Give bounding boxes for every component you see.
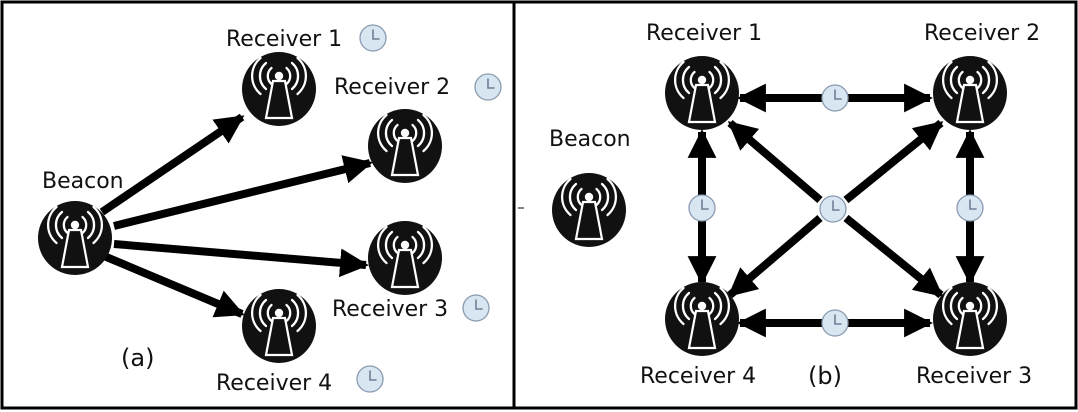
- clock-icon: [688, 194, 716, 222]
- arrow-beacon-to-receiver-2: [113, 155, 373, 230]
- radio-tower-icon: [366, 219, 444, 297]
- radio-tower-icon: [663, 280, 741, 358]
- arrow-to-receiver-4: [727, 214, 823, 299]
- receiver-4-label: Receiver 4: [640, 364, 756, 389]
- receiver-4-node-b: Receiver 4: [640, 280, 756, 389]
- radio-tower-icon: [366, 107, 444, 185]
- radio-tower-icon: [550, 171, 628, 249]
- radio-tower-icon: [663, 54, 741, 132]
- receiver-1-label: Receiver 1: [226, 27, 342, 52]
- arrow-to-receiver-3: [843, 214, 944, 299]
- arrow-beacon-to-receiver-1: [99, 113, 245, 216]
- panel-b: Beacon Receiver 1 Receiver 2 Receiver 3 …: [549, 21, 1040, 390]
- arrow-to-receiver-2: [843, 119, 944, 204]
- receiver-1-node-a: Receiver 1: [226, 24, 387, 128]
- beacon-node-a: Beacon: [36, 169, 124, 277]
- clock-icon: [356, 365, 384, 393]
- radio-tower-icon: [240, 50, 318, 128]
- receiver-4-node-a: Receiver 4: [216, 287, 384, 396]
- radio-tower-icon: [240, 287, 318, 365]
- receiver-4-label: Receiver 4: [216, 371, 332, 396]
- clock-icon: [821, 84, 849, 112]
- receiver-3-node-b: Receiver 3: [916, 280, 1032, 389]
- panel-b-tag: (b): [808, 362, 842, 390]
- clock-icon: [359, 24, 387, 52]
- beacon-node-b: Beacon: [549, 127, 631, 249]
- panel-a-arrows: [99, 113, 373, 318]
- beacon-label: Beacon: [42, 169, 124, 194]
- clock-icon: [821, 309, 849, 337]
- clock-icon: [956, 194, 984, 222]
- receiver-3-label: Receiver 3: [332, 297, 448, 322]
- receiver-2-node-a: Receiver 2: [334, 73, 502, 185]
- radio-tower-icon: [36, 199, 114, 277]
- receiver-2-label: Receiver 2: [924, 21, 1040, 46]
- radio-tower-icon: [931, 280, 1009, 358]
- receiver-2-label: Receiver 2: [334, 75, 450, 100]
- radio-tower-icon: [931, 54, 1009, 132]
- panel-b-frame: [512, 0, 1078, 410]
- panel-a: Beacon Receiver 1 Receiver 2 Receiver 3 …: [36, 24, 502, 396]
- arrow-beacon-to-receiver-4: [102, 252, 245, 318]
- arrow-to-receiver-1: [727, 119, 823, 204]
- panel-a-tag: (a): [121, 344, 154, 372]
- receiver-2-node-b: Receiver 2: [924, 21, 1040, 132]
- clock-icon: [819, 195, 847, 223]
- receiver-3-label: Receiver 3: [916, 364, 1032, 389]
- receiver-1-node-b: Receiver 1: [646, 21, 762, 132]
- beacon-label: Beacon: [549, 127, 631, 152]
- clock-icon: [474, 73, 502, 101]
- receiver-3-node-a: Receiver 3: [332, 219, 490, 322]
- arrow-beacon-to-receiver-3: [113, 240, 369, 278]
- clock-icon: [462, 294, 490, 322]
- receiver-1-label: Receiver 1: [646, 21, 762, 46]
